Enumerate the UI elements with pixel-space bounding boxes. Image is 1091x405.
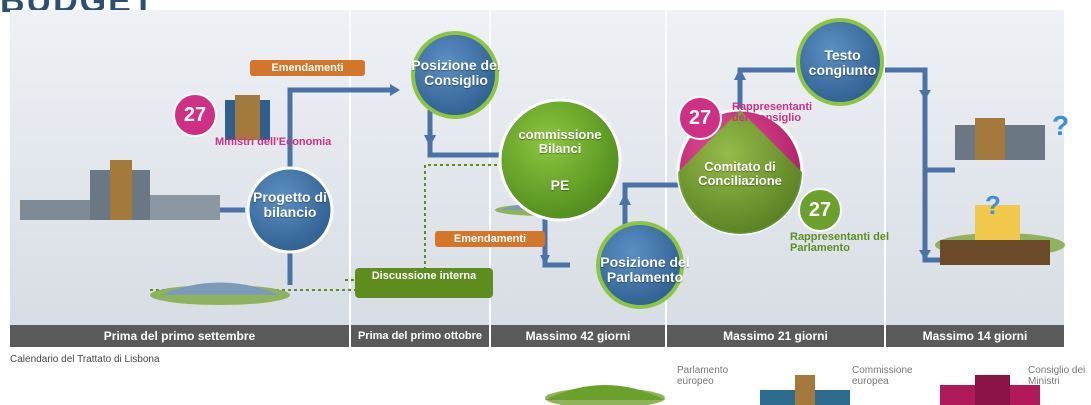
label-progetto: Progetto di bilancio xyxy=(253,189,327,220)
phase-bar-1: Prima del primo settembre xyxy=(10,325,349,347)
legend-consiglio-icon xyxy=(940,375,1040,405)
legend-commissione-label: Commissione europea xyxy=(852,365,913,387)
phase-bar-4: Massimo 21 giorni xyxy=(667,325,884,347)
badge-ministri-count: 27 xyxy=(183,104,207,126)
label-posizione-consiglio: Posizione del Consiglio xyxy=(411,57,501,88)
council-building-right-icon xyxy=(955,118,1045,160)
circle-comitato-green-half xyxy=(678,110,802,234)
label-pe: PE xyxy=(550,177,570,193)
circle-testo xyxy=(796,18,884,106)
circle-commissione xyxy=(498,98,622,222)
label-comitato: Comitato di Conciliazione xyxy=(698,159,782,188)
legend-parlamento-label: Parlamento europeo xyxy=(677,365,729,387)
badge-ministri-label: Ministri dell'Economia xyxy=(215,136,332,148)
badge-rp-label: Rappresentanti del Parlamento xyxy=(790,231,890,254)
label-testo: Testo congiunto xyxy=(808,47,877,78)
arrow-consiglio-to-commissione xyxy=(427,110,510,158)
discussione-interna-box: Discussione interna xyxy=(355,268,493,298)
label-posizione-parlamento: Posizione del Parlamento xyxy=(600,254,690,285)
badge-rappresentanti-consiglio xyxy=(678,96,722,140)
question-mark-ballot-icon: ? xyxy=(985,190,1001,220)
figure-caption: Calendario del Trattato di Lisbona xyxy=(10,354,160,365)
council-building-icon xyxy=(225,95,270,140)
circle-posizione-parlamento xyxy=(596,221,684,309)
legend-parlamento-icon xyxy=(545,385,665,405)
arrow-progetto-to-consiglio xyxy=(287,87,390,170)
phase-bar-3: Massimo 42 giorni xyxy=(491,325,665,347)
circle-progetto xyxy=(246,166,334,254)
badge-rp-count: 27 xyxy=(808,199,832,221)
dotted-link-discussione xyxy=(345,164,505,281)
label-commissione: commissione Bilanci xyxy=(518,127,602,156)
berlaymont-building-icon xyxy=(20,160,220,220)
parliament-building-icon xyxy=(150,282,290,305)
tag-emendamenti-consiglio: Emendamenti xyxy=(250,60,365,76)
arrow-testo-down xyxy=(885,67,945,263)
arrow-heads xyxy=(390,68,931,265)
phase-bar-5: Massimo 14 giorni xyxy=(886,325,1064,347)
legend-consiglio-label: Consiglio dei Ministri xyxy=(1028,365,1086,387)
tag-emendamenti-parlamento: Emendamenti xyxy=(435,231,545,247)
question-mark-icon: ? xyxy=(1052,110,1070,141)
badge-rappresentanti-parlamento xyxy=(798,188,842,232)
phase-bar-2: Prima del primo ottobre xyxy=(351,325,489,347)
badge-ministri xyxy=(173,93,217,137)
badge-rc-label: Rappresentanti del Consiglio xyxy=(732,101,813,124)
ballot-box-icon xyxy=(935,205,1065,265)
panel-5 xyxy=(886,10,1064,325)
badge-rc-count: 27 xyxy=(688,107,712,129)
legend-commissione-icon xyxy=(760,375,850,405)
circle-posizione-consiglio xyxy=(411,31,499,119)
